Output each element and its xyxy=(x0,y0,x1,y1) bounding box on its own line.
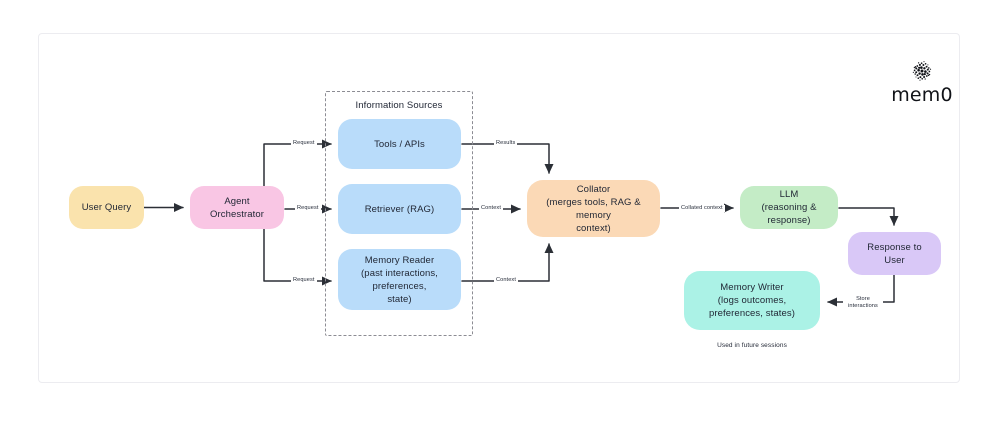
node-llm[interactable]: LLM (reasoning & response) xyxy=(740,186,838,229)
mem0-wordmark: mem0 xyxy=(891,84,953,106)
edge-label-request-rag: Request xyxy=(295,205,321,212)
node-user-query[interactable]: User Query xyxy=(69,186,144,229)
mem0-logo: mem0 xyxy=(886,58,958,110)
mem0-particle-icon xyxy=(912,61,932,81)
node-retriever-rag-label: Retriever (RAG) xyxy=(364,203,435,215)
node-llm-line1: LLM xyxy=(779,189,799,200)
edge-label-results: Results xyxy=(494,140,518,147)
node-memory-writer-line2: (logs outcomes, xyxy=(717,295,787,306)
node-agent-orchestrator-label: Agent Orchestrator xyxy=(210,195,264,220)
node-memory-reader[interactable]: Memory Reader (past interactions, prefer… xyxy=(338,249,461,310)
node-response-to-user[interactable]: Response to User xyxy=(848,232,941,275)
node-memory-writer-line1: Memory Writer xyxy=(720,282,784,293)
node-memory-reader-line2: (past interactions, preferences, xyxy=(361,267,438,292)
node-llm-text: LLM (reasoning & response) xyxy=(748,188,830,227)
node-memory-reader-text: Memory Reader (past interactions, prefer… xyxy=(346,254,453,306)
edge-label-request-memory: Request xyxy=(291,277,317,284)
node-memory-reader-line3: state) xyxy=(387,293,412,305)
node-tools-apis[interactable]: Tools / APIs xyxy=(338,119,461,169)
edge-label-request-tools: Request xyxy=(291,140,317,147)
edge-label-context-rag: Context xyxy=(479,205,503,212)
node-memory-writer-line3: preferences, states) xyxy=(709,308,795,319)
edge-label-context-memory: Context xyxy=(494,277,518,284)
node-memory-reader-line1: Memory Reader xyxy=(364,254,435,266)
node-retriever-rag[interactable]: Retriever (RAG) xyxy=(338,184,461,234)
information-sources-label: Information Sources xyxy=(355,100,443,111)
edge-label-store-interactions: Store interactions xyxy=(843,296,883,310)
node-agent-orchestrator[interactable]: Agent Orchestrator xyxy=(190,186,284,229)
node-user-query-label: User Query xyxy=(81,202,132,213)
node-tools-apis-label: Tools / APIs xyxy=(374,138,425,150)
node-collator-line2: (merges tools, RAG & memory xyxy=(546,196,641,221)
node-memory-writer-text: Memory Writer (logs outcomes, preference… xyxy=(709,281,795,320)
node-collator-line3: context) xyxy=(576,222,611,234)
memory-writer-caption: Used in future sessions xyxy=(717,342,787,349)
node-response-to-user-label: Response to User xyxy=(867,241,922,266)
edge-label-collated-context: Collated context xyxy=(679,205,725,212)
information-sources-group xyxy=(325,91,473,336)
node-collator-line1: Collator xyxy=(576,183,611,195)
node-collator[interactable]: Collator (merges tools, RAG & memory con… xyxy=(527,180,660,237)
node-llm-line2: (reasoning & response) xyxy=(761,202,817,226)
node-memory-writer[interactable]: Memory Writer (logs outcomes, preference… xyxy=(684,271,820,330)
node-collator-text: Collator (merges tools, RAG & memory con… xyxy=(535,183,652,235)
